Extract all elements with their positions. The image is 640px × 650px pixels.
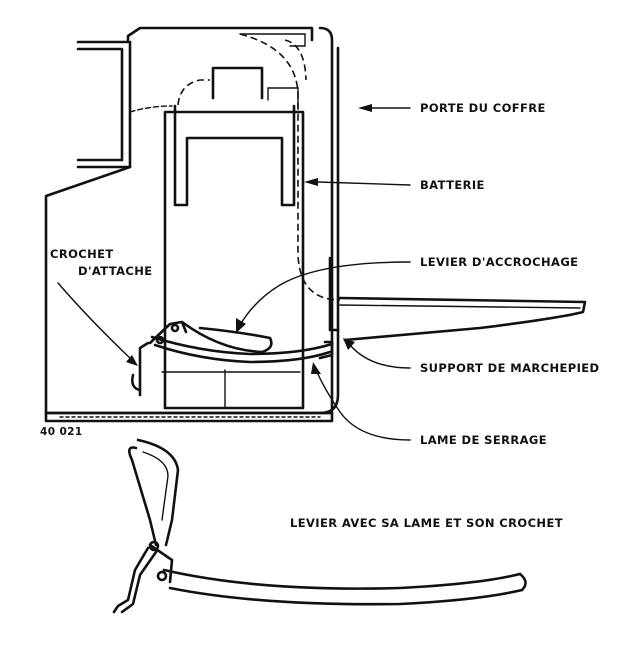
door-frame bbox=[76, 26, 314, 169]
step-support bbox=[328, 256, 587, 342]
label-crochet-line2: D'ATTACHE bbox=[78, 264, 153, 278]
label-support-de-marchepied: SUPPORT DE MARCHEPIED bbox=[420, 361, 600, 375]
figure-number: 40 021 bbox=[40, 426, 83, 438]
battery bbox=[163, 66, 305, 410]
label-crochet-line1: CROCHET bbox=[50, 247, 114, 261]
leader-lines bbox=[57, 104, 411, 441]
label-porte-du-coffre: PORTE DU COFFRE bbox=[420, 101, 546, 115]
detail-caption: LEVIER AVEC SA LAME ET SON CROCHET bbox=[290, 516, 563, 530]
detail-lever-drawing bbox=[112, 438, 527, 614]
lever-assembly bbox=[131, 320, 334, 409]
label-batterie: BATTERIE bbox=[420, 178, 485, 192]
door-swing-path bbox=[129, 33, 341, 301]
box-body bbox=[44, 26, 340, 423]
label-lame-de-serrage: LAME DE SERRAGE bbox=[420, 433, 547, 447]
label-levier-daccrochage: LEVIER D'ACCROCHAGE bbox=[420, 255, 579, 269]
